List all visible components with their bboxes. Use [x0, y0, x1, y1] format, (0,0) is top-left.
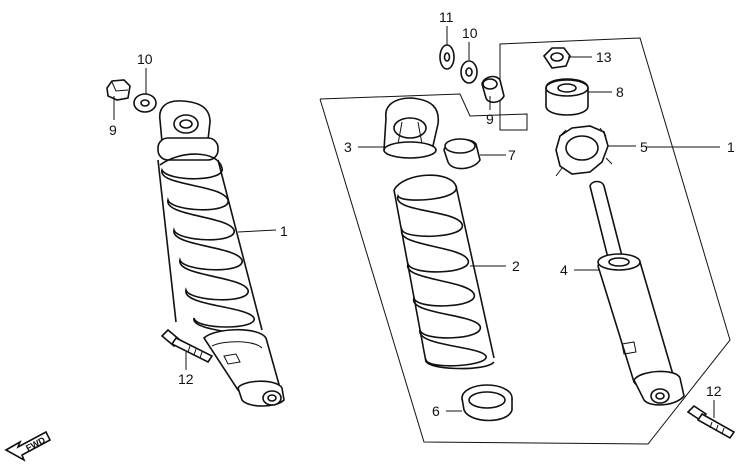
callout-1-right: 1: [727, 139, 735, 155]
callout-2: 2: [512, 258, 520, 274]
callout-5: 5: [640, 139, 648, 155]
callout-6: 6: [432, 403, 440, 419]
spring-adjuster-5: [555, 125, 613, 177]
callout-4: 4: [560, 262, 568, 278]
callout-1-left: 1: [280, 223, 288, 239]
callout-7: 7: [508, 147, 516, 163]
mount-bolt-left: [160, 328, 214, 364]
callout-10-right: 10: [462, 25, 478, 41]
callout-8: 8: [616, 84, 624, 100]
forward-direction-arrow-icon: [4, 430, 52, 462]
spring-seat-lower: [461, 384, 513, 422]
spring-seat-upper: [383, 97, 440, 159]
callout-9-right: 9: [486, 111, 494, 127]
damper-unit-4: [589, 180, 685, 406]
damper-body-left: [202, 328, 285, 407]
callout-10-left: 10: [137, 51, 153, 67]
callout-3: 3: [344, 139, 352, 155]
callout-12-right: 12: [706, 383, 722, 399]
bump-rubber-8: [545, 78, 589, 116]
collar-9-right: [481, 75, 505, 104]
leader-lines: [113, 26, 720, 418]
callout-9-left: 9: [109, 122, 117, 138]
callout-13: 13: [596, 49, 612, 65]
washer-left: [133, 93, 157, 113]
mount-bolt-right: [686, 404, 736, 440]
cap-nut-left: [106, 79, 131, 101]
assembled-shock-absorber: [106, 79, 285, 407]
collar-7: [443, 138, 481, 170]
upper-mount: [158, 100, 211, 143]
spring-left: [157, 137, 263, 343]
callout-12-left: 12: [178, 371, 194, 387]
lock-nut-13: [542, 47, 571, 69]
spring-2: [393, 174, 495, 370]
washer-11: [439, 44, 455, 70]
washer-10-right: [460, 60, 478, 84]
callout-11: 11: [439, 9, 454, 25]
